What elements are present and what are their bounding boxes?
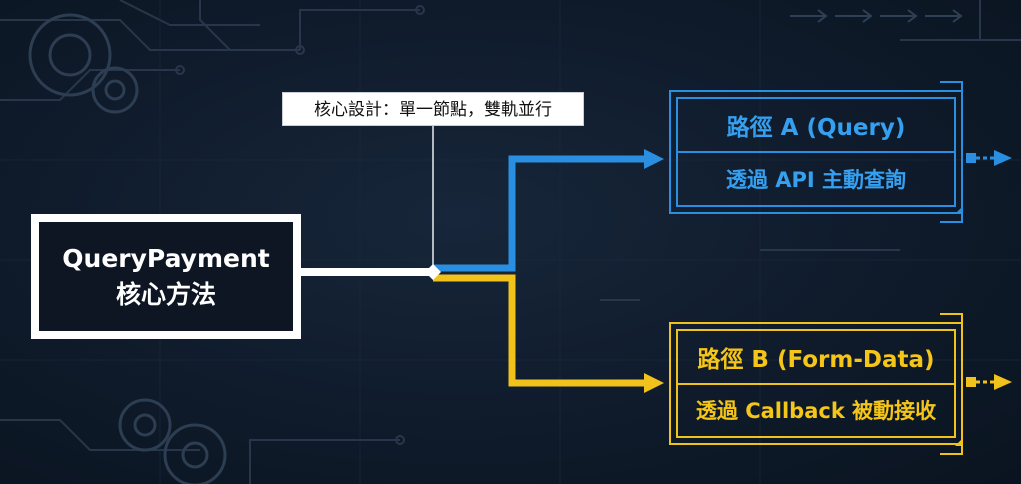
path-b-connector [433,274,645,387]
arrow-right-icon [790,9,963,23]
path-a-subtitle: 透過 API 主動查詢 [725,168,907,192]
path-a-arrowhead [644,149,664,169]
path-b-subtitle: 透過 Callback 被動接收 [695,399,937,424]
path-a-exit-connector [966,150,1012,166]
design-callout: 核心設計：單一節點，雙軌並行 [282,92,584,126]
path-a-box: 路徑 A (Query) 透過 API 主動查詢 [669,90,963,214]
core-method-label: 核心方法 [115,279,216,309]
path-b-arrowhead [644,373,664,393]
path-a-title: 路徑 A (Query) [678,99,954,153]
path-a-connector [433,155,645,272]
core-method-box: QueryPayment 核心方法 [31,214,301,339]
core-method-name: QueryPayment [62,243,270,273]
gear-icon [28,13,227,484]
junction-node [425,264,441,280]
path-b-exit-connector [966,374,1012,390]
path-b-title: 路徑 B (Form-Data) [678,331,954,385]
path-b-box: 路徑 B (Form-Data) 透過 Callback 被動接收 [669,322,963,445]
